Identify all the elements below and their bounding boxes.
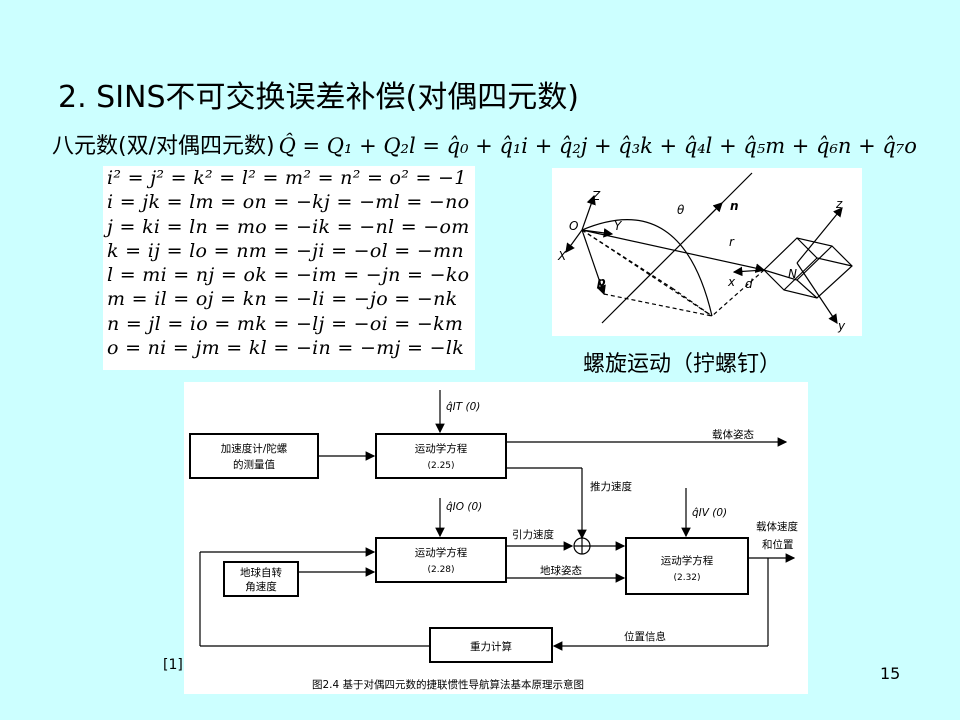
page-number: 15	[880, 664, 901, 683]
signal-earth-attitude: 地球姿态	[540, 564, 582, 577]
box-kin3-line2: (2.32)	[673, 573, 700, 583]
multiplication-rules-table: i² = j² = k² = l² = m² = n² = o² = −1 i …	[103, 166, 475, 370]
box-kinematics-3	[625, 537, 749, 595]
label-O: O	[569, 219, 578, 233]
label-z: z	[835, 197, 843, 211]
box-gravity-label: 重力计算	[470, 640, 512, 653]
p-vector	[581, 229, 606, 296]
signal-carrier-attitude: 载体姿态	[712, 428, 754, 441]
reference-mark: [1]	[163, 657, 183, 673]
box-kin2-line2: (2.28)	[427, 565, 454, 575]
octonion-definition: 八元数(双/对偶四元数) Q̂ = Q₁ + Q₂l = q̂₀ + q̂₁i …	[52, 128, 917, 160]
label-Z: Z	[591, 189, 601, 203]
rule-row: i² = j² = k² = l² = m² = n² = o² = −1	[107, 167, 467, 189]
rule-row: o = ni = jm = kl = −in = −mj = −lk	[107, 337, 465, 360]
octonion-label: 八元数(双/对偶四元数)	[52, 134, 275, 159]
signal-carrier-velocity-line1: 载体速度	[756, 520, 798, 533]
label-d: d	[745, 277, 753, 291]
signal-q-iv: q̂IV (0)	[692, 507, 727, 519]
box-accel-gyro-line2: 的测量值	[233, 458, 275, 471]
box-kinematics-1	[375, 433, 507, 479]
label-X: X	[557, 249, 567, 263]
screw-axis-line	[601, 172, 753, 324]
rotation-arc	[581, 219, 713, 317]
box-earth-line2: 角速度	[245, 580, 277, 593]
label-Y: Y	[614, 219, 623, 233]
block-diagram-svg: 加速度计/陀螺 的测量值 运动学方程 (2.25) 运动学方程 (2.28) 地…	[189, 390, 798, 691]
octonion-formula: Q̂ = Q₁ + Q₂l = q̂₀ + q̂₁i + q̂₂j + q̂₃k…	[278, 134, 917, 158]
screw-figure-caption: 螺旋运动（拧螺钉）	[583, 352, 782, 377]
screw-motion-figure: Z O Y X θ n r p x d N z y	[552, 168, 862, 336]
cube-outline	[763, 237, 853, 299]
signal-q-io: q̂IO (0)	[446, 501, 482, 513]
label-r: r	[729, 235, 735, 249]
rule-row: n = jl = io = mk = −lj = −oi = −km	[107, 312, 464, 335]
slide-title: 2. SINS不可交换误差补偿(对偶四元数)	[58, 80, 579, 115]
box-kin3-line1: 运动学方程	[661, 554, 714, 567]
box-earth-rate	[223, 561, 299, 597]
signal-position-info: 位置信息	[624, 630, 666, 643]
sins-block-diagram: 加速度计/陀螺 的测量值 运动学方程 (2.25) 运动学方程 (2.28) 地…	[184, 382, 808, 694]
box-kin1-line2: (2.25)	[427, 461, 454, 471]
label-n: n	[730, 199, 739, 213]
label-x: x	[727, 275, 736, 289]
box-earth-line1: 地球自转	[240, 566, 282, 579]
r-vector	[581, 229, 766, 273]
rule-row: l = mi = nj = ok = −im = −jn = −ko	[107, 264, 470, 287]
box-accel-gyro	[189, 433, 319, 479]
x-axis-arrow	[565, 229, 583, 253]
rule-row: j = ki = ln = mo = −ik = −nl = −om	[107, 215, 470, 238]
label-p: p	[596, 275, 606, 289]
screw-motion-diagram: Z O Y X θ n r p x d N z y	[557, 172, 853, 333]
block-diagram-caption: 图2.4 基于对偶四元数的捷联惯性导航算法基本原理示意图	[312, 678, 584, 691]
rule-row: m = il = oj = kn = −li = −jo = −nk	[107, 288, 458, 311]
signal-carrier-velocity-line2: 和位置	[762, 538, 794, 551]
label-y: y	[837, 319, 846, 333]
signal-thrust-velocity: 推力速度	[590, 480, 632, 493]
box-accel-gyro-line1: 加速度计/陀螺	[221, 442, 288, 455]
box-gravity	[429, 627, 553, 663]
box-kin2-line1: 运动学方程	[415, 546, 468, 559]
rule-row: i = jk = lm = on = −kj = −ml = −no	[107, 191, 470, 214]
signal-gravity-velocity: 引力速度	[512, 528, 554, 541]
rule-row: k = ij = lo = nm = −ji = −ol = −mn	[107, 239, 464, 262]
box-kinematics-2	[375, 537, 507, 583]
box-kin1-line1: 运动学方程	[415, 442, 468, 455]
label-N: N	[788, 267, 797, 281]
signal-q-it: q̂IT (0)	[446, 401, 480, 413]
label-theta: θ	[677, 203, 685, 217]
z-axis-arrow	[581, 194, 596, 231]
